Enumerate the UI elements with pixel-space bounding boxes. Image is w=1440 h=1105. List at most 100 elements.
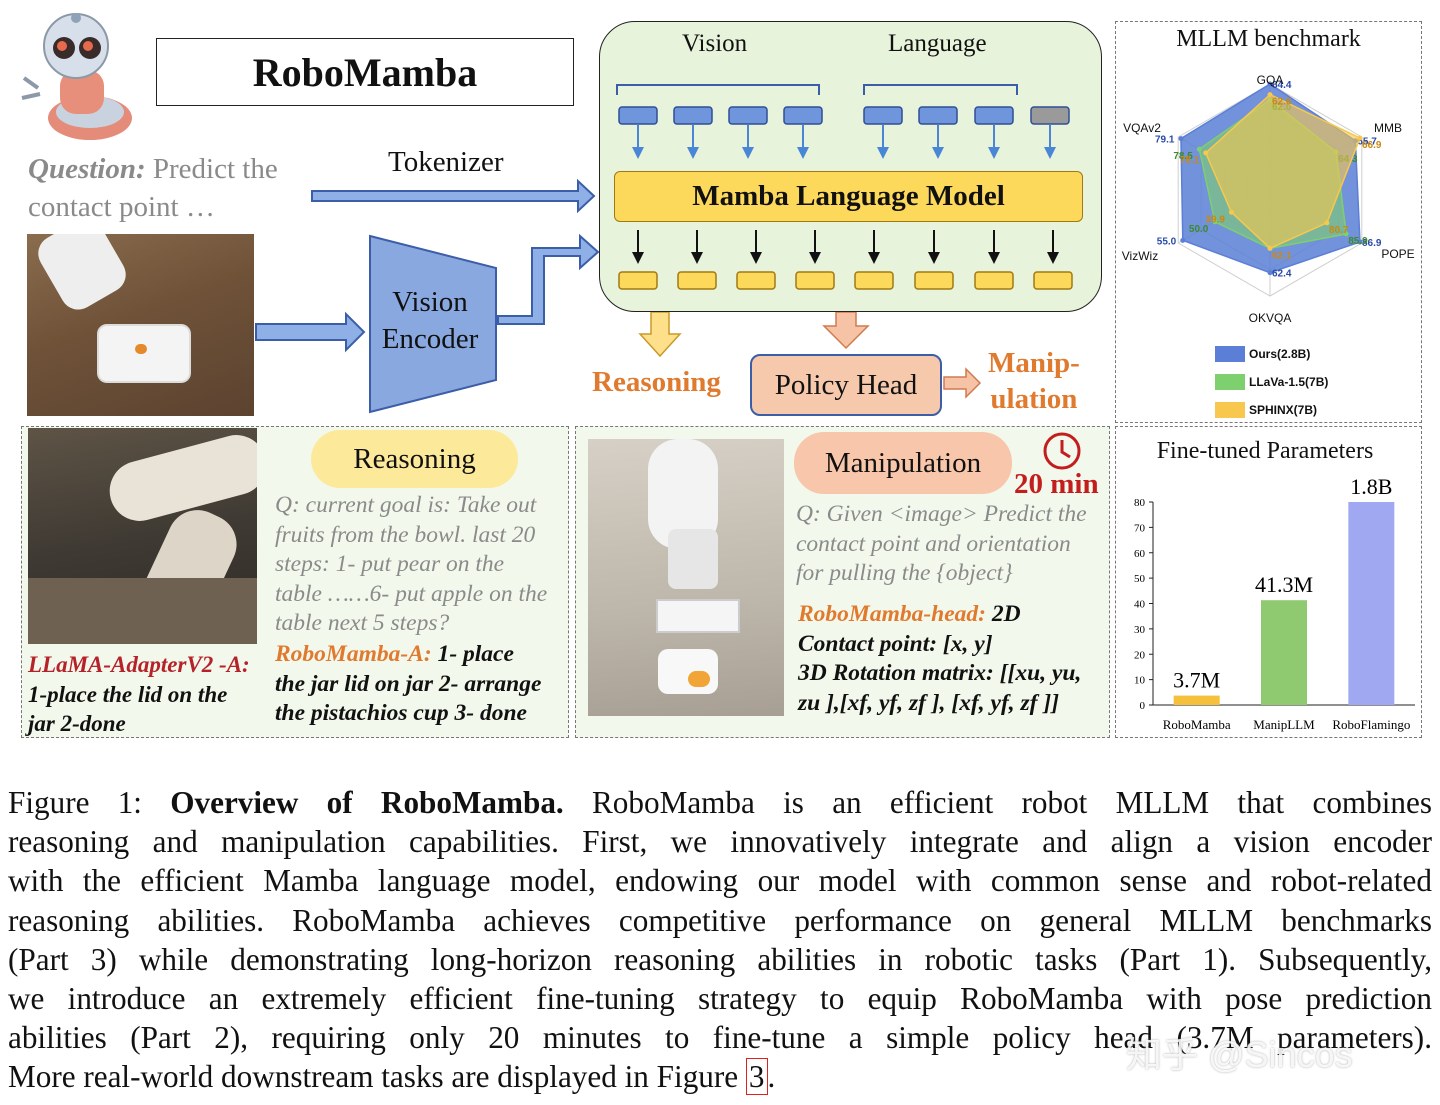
- radar-panel: [1115, 21, 1422, 423]
- radar-axis-label: MMB: [1374, 121, 1402, 135]
- radar-point: [1267, 92, 1273, 98]
- manipulation-line2: ulation: [990, 383, 1078, 415]
- radar-value-label: 62.4: [1272, 269, 1292, 280]
- y-tick-label: 40: [1134, 599, 1146, 611]
- radar-point: [1203, 150, 1209, 156]
- answer-line-2: the pistachios cup 3- done: [275, 700, 527, 726]
- token-arrowhead: [687, 147, 699, 159]
- caption-line-4: reasoning abilities. RoboMamba achieves …: [8, 902, 1432, 938]
- answer-first: 1- place: [437, 641, 514, 667]
- output-arrowhead: [988, 252, 1000, 264]
- radar-value-label: 86.9: [1362, 238, 1382, 249]
- robomamba-head-output: RoboMamba-head: 2D Contact point: [x, y]…: [798, 600, 1081, 718]
- output-arrowhead: [1047, 252, 1059, 264]
- token-input: [618, 106, 658, 125]
- radar-value-label: 79.1: [1155, 135, 1175, 146]
- policy-head-box: Policy Head: [750, 354, 942, 416]
- answer-line-1: the jar lid on jar 2- arrange: [275, 670, 542, 697]
- radar-axis-label: POPE: [1381, 247, 1414, 261]
- radar-value-label: 78.1: [1180, 155, 1200, 166]
- rq-line-5: table next 5 steps?: [275, 610, 450, 636]
- reasoning-down-arrow: [638, 311, 682, 358]
- policy-head-label: Policy Head: [774, 368, 918, 401]
- policy-down-arrow: [822, 311, 870, 350]
- output-arrowhead: [868, 252, 880, 264]
- head-first: 2D: [991, 601, 1021, 627]
- caption-line-3: with the efficient Mamba language model,…: [8, 863, 1432, 899]
- radar-legend: Ours(2.8B)LLaVa-1.5(7B)SPHINX(7B): [1215, 340, 1328, 424]
- watermark: 知乎 @Sincos: [1126, 1034, 1353, 1075]
- radar-value-label: 50.0: [1189, 224, 1209, 235]
- llama-line-1: 1-place the lid on the: [28, 681, 228, 707]
- vision-encoder-line2: Encoder: [381, 323, 479, 355]
- token-input: [728, 106, 768, 125]
- token-output: [795, 271, 835, 290]
- radar-value-label: 62.1: [1272, 250, 1292, 261]
- radar-value-label: 64.4: [1272, 80, 1292, 91]
- bar-chart-panel: [1115, 426, 1422, 738]
- radar-point: [1324, 220, 1330, 226]
- x-tick-label: RoboFlamingo: [1332, 717, 1410, 732]
- robot-table-photo: [27, 234, 254, 416]
- robomamba-answer: RoboMamba-A: 1- place the jar lid on jar…: [275, 640, 541, 729]
- token-input: [974, 106, 1014, 125]
- token-arrowhead: [797, 147, 809, 159]
- vision-encoder-line1: Vision: [392, 286, 468, 318]
- x-tick-label: RoboMamba: [1163, 717, 1231, 732]
- figure-3-link[interactable]: 3: [745, 1058, 768, 1096]
- head-label: RoboMamba-head:: [798, 601, 986, 627]
- token-output: [1033, 271, 1073, 290]
- radar-point: [1357, 135, 1363, 141]
- token-arrowhead: [877, 147, 889, 159]
- legend-swatch: [1215, 346, 1245, 362]
- rq-line-1: Q: current goal is: Take out: [275, 492, 537, 518]
- radar-point: [1343, 231, 1349, 237]
- caption-fig-label: Figure 1:: [8, 785, 142, 820]
- head-line-2: 3D Rotation matrix: [[xu, yu,: [798, 660, 1082, 686]
- vision-encoder-label: Vision Encoder: [372, 284, 488, 358]
- reasoning-question: Q: current goal is: Take out fruits from…: [275, 491, 547, 639]
- manipulation-line1: Manip-: [988, 347, 1080, 379]
- policy-to-manipulation-arrow: [943, 367, 982, 399]
- caption-end: .: [767, 1059, 776, 1095]
- llama-line-2: jar 2-done: [28, 711, 126, 736]
- radar-value-label: 55.0: [1157, 236, 1177, 247]
- token-output: [854, 271, 894, 290]
- rq-line-4: table ……6- put apple on the: [275, 580, 548, 607]
- bar-roboflamingo: [1348, 502, 1395, 705]
- token-arrowhead: [988, 147, 1000, 159]
- radar-value-label: 65.7: [1357, 137, 1377, 148]
- image-to-encoder-arrow: [255, 311, 366, 353]
- llama-answer: LLaMA-AdapterV2 -A: 1-place the lid on t…: [28, 650, 250, 739]
- radar-chart: 64.465.786.962.455.079.162.064.385.950.0…: [1122, 73, 1415, 325]
- manipulation-pill-label: Manipulation: [824, 446, 982, 479]
- question-text: Question: Predict the contact point …: [28, 150, 278, 226]
- encoder-to-model-arrow: [497, 233, 600, 325]
- robomamba-a-label: RoboMamba-A:: [275, 641, 432, 667]
- bar-value-label: 41.3M: [1255, 572, 1313, 597]
- output-arrowhead: [750, 252, 762, 264]
- y-tick-label: 70: [1134, 522, 1146, 534]
- bar-value-label: 3.7M: [1173, 668, 1220, 693]
- mq-line-1: Q: Given <image> Predict the: [796, 501, 1087, 527]
- radar-point: [1180, 237, 1186, 243]
- caption-bold-title: Overview of RoboMamba.: [170, 785, 564, 820]
- question-body-2: contact point …: [28, 191, 215, 223]
- figure-caption: Figure 1: Overview of RoboMamba. RoboMam…: [8, 783, 1432, 1097]
- manipulation-pill: Manipulation: [794, 432, 1012, 494]
- clock-icon: [1043, 432, 1081, 470]
- manipulation-output-label: Manip- ulation: [988, 345, 1080, 417]
- radar-value-label: 78.5: [1173, 151, 1193, 162]
- legend-label: LLaVa-1.5(7B): [1249, 375, 1329, 389]
- mamba-label: Mamba Language Model: [692, 180, 1005, 212]
- mq-line-2: contact point and orientation: [796, 530, 1071, 557]
- token-input: [918, 106, 958, 125]
- tokenizer-label: Tokenizer: [388, 146, 504, 178]
- bar-chart: 010203040506070803.7MRoboMamba41.3MManip…: [1134, 474, 1415, 732]
- radar-axis-label: GQA: [1257, 73, 1284, 87]
- y-tick-label: 80: [1134, 497, 1146, 509]
- radar-value-label: 80.7: [1329, 225, 1349, 236]
- bar-chart-title: Fine-tuned Parameters: [1156, 438, 1374, 464]
- radar-value-label: 66.9: [1362, 140, 1382, 151]
- legend-swatch: [1215, 374, 1245, 390]
